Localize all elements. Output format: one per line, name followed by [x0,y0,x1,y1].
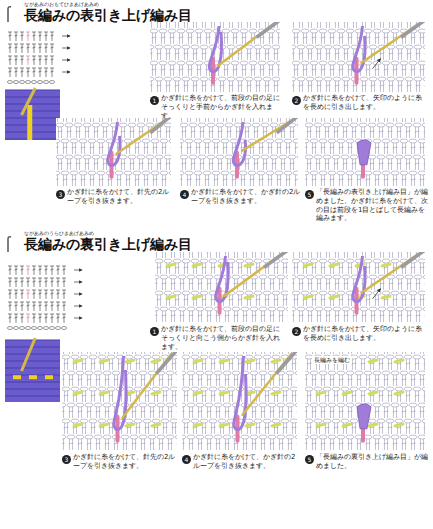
callout-number: 1 [150,327,159,336]
stitch-illustration [180,118,298,186]
hook-icon [8,7,11,22]
stitch-illustration [56,118,171,186]
step-caption: かぎ針に糸をかけて、針先の2ループを引き抜きます。 [67,188,175,206]
stitch-illustration [150,22,280,92]
callout-number: 1 [150,96,159,105]
stitch-illustration [155,252,288,322]
swatch-photo [5,88,60,140]
reading-ruby: ながあみのうらひきあげあみめ [24,230,164,236]
callout-number: 4 [180,190,189,199]
stitch-chart [7,266,82,330]
step-caption: かぎ針に糸をかけて、矢印のように糸を長めに引き出します。 [303,325,428,343]
callout-number: 5 [305,455,314,464]
stitch-illustration [305,118,425,186]
stitch-illustration [62,352,177,450]
step-caption: 「長編みの裏引き上げ編み目」が編めました。 [316,453,428,471]
step-caption: かぎ針に糸をかけて、前段の目の足にそっくりと向こう側からかぎ針を入れます。 [161,325,286,351]
callout-number: 5 [305,190,314,199]
hook-icon [8,237,11,252]
note-label: 長編みを編む [312,356,352,364]
callout-number: 4 [182,455,191,464]
stitch-illustration [305,352,425,450]
callout-number: 3 [62,455,71,464]
step-caption: かぎ針に糸をかけて、かぎ針の2ループを引き抜きます。 [191,188,301,206]
stitch-illustration [292,22,425,92]
step-caption: かぎ針に糸をかけて、前段の目の足にそっくりと手前からかぎ針を入れます。 [161,94,286,120]
stitch-chart [7,32,70,84]
stitch-illustration [182,352,297,450]
callout-number: 2 [292,96,301,105]
step-caption: かぎ針に糸をかけて、矢印のように糸を長めに引き出します。 [303,94,428,112]
stitch-illustration [292,252,425,322]
callout-number: 2 [292,327,301,336]
callout-number: 3 [56,190,65,199]
step-caption: 「長編みの表引き上げ編み目」が編めました。かぎ針に糸をかけて、次の目は前段を1目… [316,188,428,223]
swatch-photo [5,338,60,402]
section-title: 長編みの表引き上げ編み目 [24,7,224,25]
reading-ruby: ながあみのおもてひきあげあみめ [24,1,164,7]
section-title: 長編みの裏引き上げ編み目 [24,236,224,254]
step-caption: かぎ針に糸をかけて、かぎ針の2ループを引き抜きます。 [193,453,301,471]
step-caption: かぎ針に糸をかけて、針先の2ループを引き抜きます。 [73,453,178,471]
